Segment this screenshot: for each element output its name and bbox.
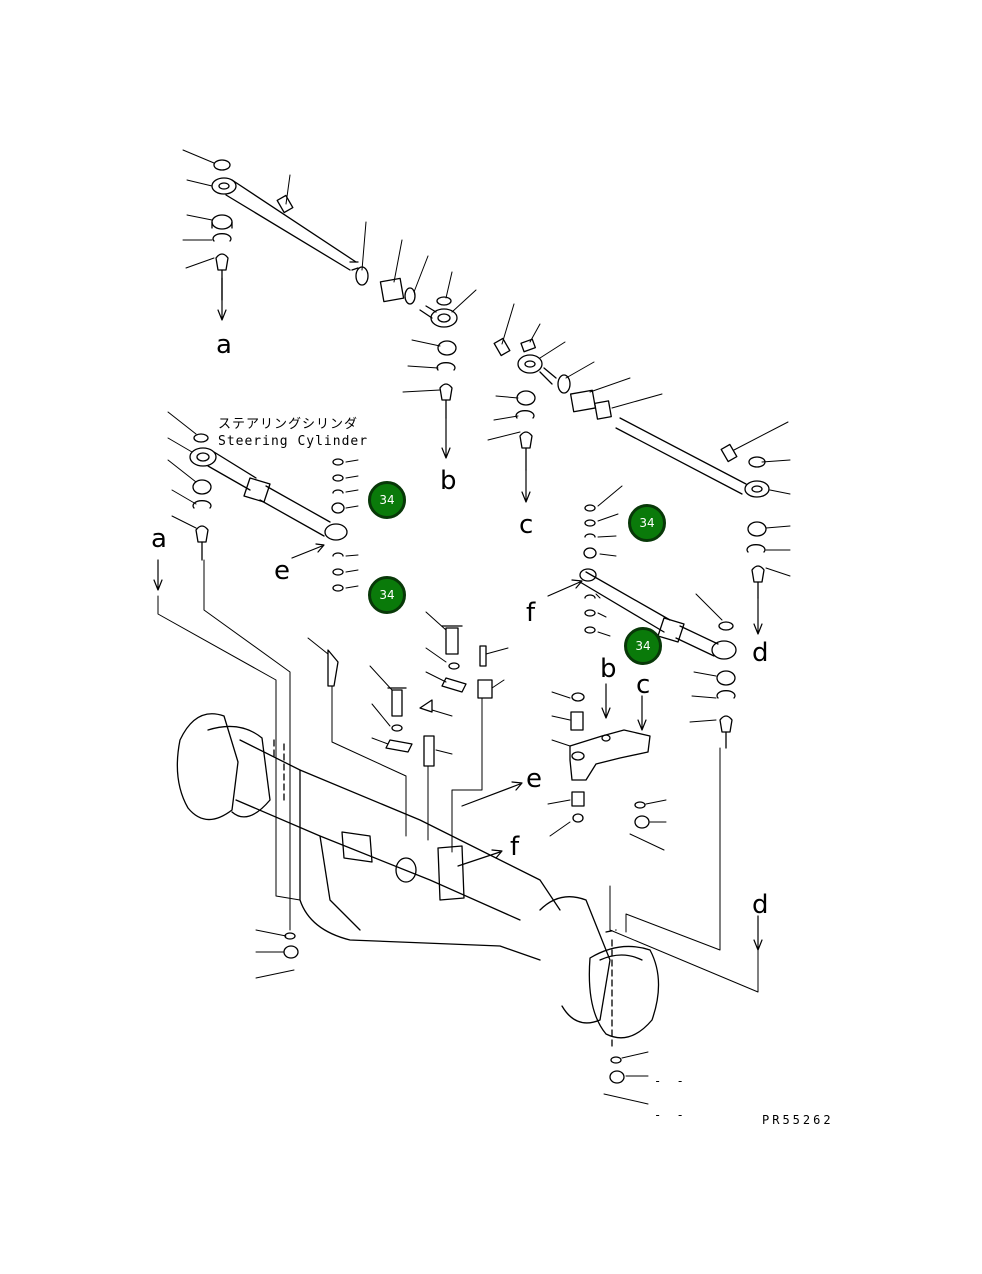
cylinder-label-en: Steering Cylinder [218, 434, 369, 449]
part-callout-badge[interactable]: 34 [368, 576, 406, 614]
steering-cylinder-right [579, 504, 737, 749]
grease-fittings [327, 625, 493, 767]
letter-e-lower: e [526, 764, 542, 794]
leader-lines [157, 149, 791, 1105]
kingpin-hardware [283, 932, 625, 1084]
dash-mark: - - [654, 1074, 688, 1088]
letter-a-top: a [216, 330, 232, 360]
letter-a-left: a [151, 524, 167, 554]
cylinder-label-jp: ステアリングシリンダ [218, 417, 359, 432]
drawing-code: PR55262 [762, 1113, 834, 1127]
upper-tie-rod-right [493, 337, 770, 599]
dash-mark: - - [654, 1108, 688, 1122]
part-callout-badge[interactable]: 34 [624, 627, 662, 665]
letter-d-lower: d [752, 890, 769, 920]
letter-f-lower: f [510, 832, 520, 862]
letter-b-mid: b [440, 466, 457, 496]
part-callout-badge[interactable]: 34 [628, 504, 666, 542]
upper-tie-rod-left [211, 159, 458, 419]
letter-e-left: e [274, 556, 290, 586]
letter-d-right: d [752, 638, 769, 668]
letter-f-left: f [526, 598, 536, 628]
axle-housing [176, 713, 660, 1051]
direction-arrows [153, 277, 763, 951]
part-callout-badge[interactable]: 34 [368, 481, 406, 519]
steering-cylinder-left [189, 433, 348, 592]
letter-b-lower: b [600, 654, 617, 684]
letter-c-lower: c [636, 670, 651, 700]
steering-arm [569, 692, 651, 829]
letter-c-mid: c [519, 510, 534, 540]
